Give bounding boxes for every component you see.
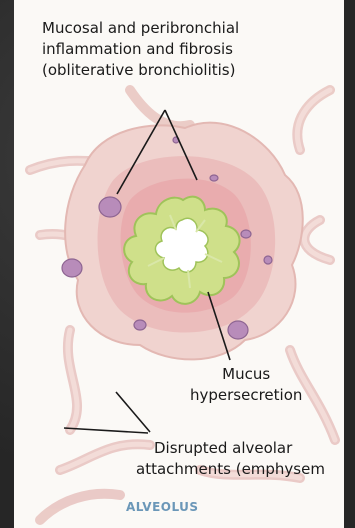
inflammation-label-line2: inflammation and fibrosis (42, 39, 312, 60)
mucus-label-line1: Mucus (190, 364, 302, 385)
disrupted-label-line1: Disrupted alveolar (146, 438, 325, 459)
mucus-label-line2: hypersecretion (190, 385, 302, 406)
leader-disrupted-a (116, 392, 150, 432)
inflammation-label-line1: Mucosal and peribronchial (42, 18, 312, 39)
inflammation-label: Mucosal and peribronchial inflammation a… (42, 18, 312, 81)
leader-disrupted-b (64, 428, 148, 433)
inflammation-label-line3: (obliterative bronchiolitis) (42, 60, 312, 81)
mucus-label: Mucus hypersecretion (190, 364, 302, 406)
alveolus-label: ALVEOLUS (126, 500, 199, 514)
disrupted-label-line2: attachments (emphysem (136, 459, 325, 480)
disrupted-label: Disrupted alveolar attachments (emphysem (146, 438, 325, 480)
